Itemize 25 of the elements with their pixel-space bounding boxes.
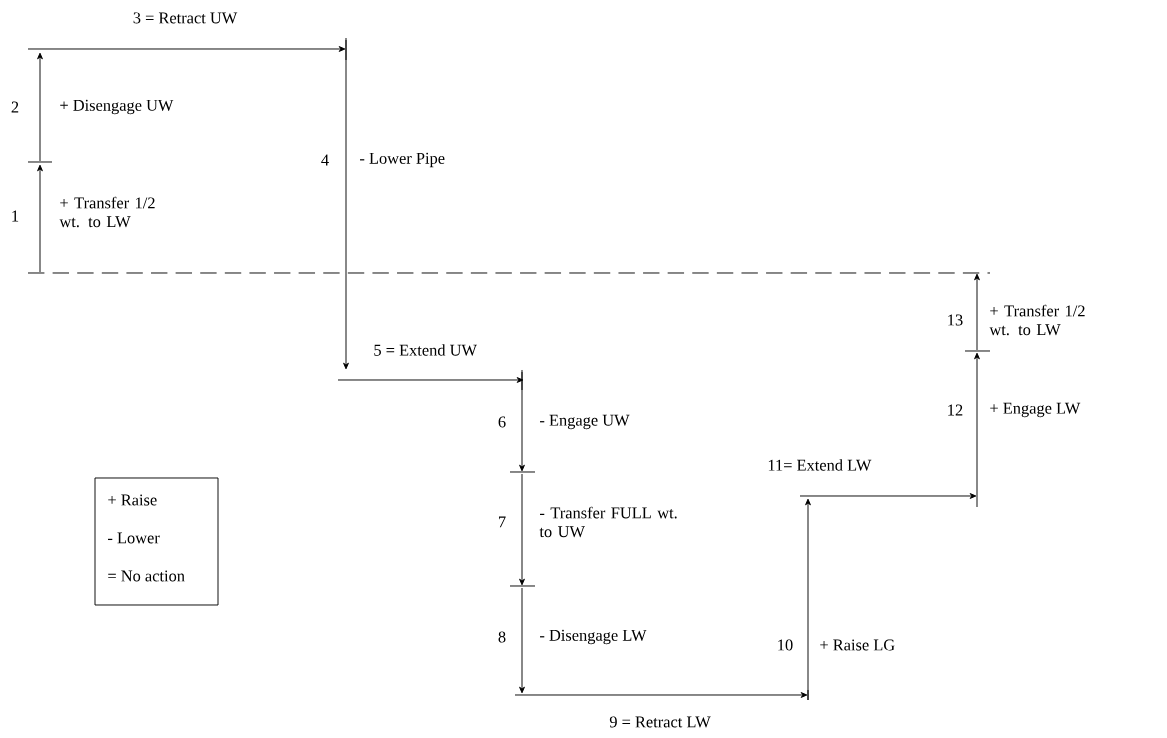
step-label: - Lower Pipe bbox=[360, 152, 445, 168]
step-label: - Disengage LW bbox=[540, 629, 647, 645]
step-label: 10 bbox=[778, 639, 793, 651]
step-label: + Transfer 1/2 wt. to LW bbox=[59, 196, 155, 228]
step-label: - Transfer FULL wt. to UW bbox=[539, 506, 677, 538]
step-label: + Disengage UW bbox=[60, 99, 174, 115]
step-label: 1 bbox=[12, 210, 19, 222]
step-label: 2 bbox=[11, 101, 19, 113]
step-label: 13 bbox=[948, 314, 963, 326]
step-label: 8 bbox=[498, 631, 506, 643]
step-label: 4 bbox=[321, 154, 329, 166]
step-label: - Engage UW bbox=[540, 414, 630, 430]
step-label: + Engage LW bbox=[990, 402, 1081, 418]
step-label: 6 bbox=[498, 416, 506, 428]
step-label: 12 bbox=[948, 404, 963, 416]
step-label: 3 = Retract UW bbox=[133, 12, 238, 24]
legend-entry: - Lower bbox=[108, 532, 160, 544]
step-label: 7 bbox=[499, 516, 506, 528]
legend-entry: + Raise bbox=[108, 494, 157, 506]
step-label: 9 = Retract LW bbox=[609, 716, 711, 728]
legend-entry: = No action bbox=[108, 570, 185, 582]
step-label: + Raise LG bbox=[820, 639, 895, 651]
step-label: 5 = Extend UW bbox=[374, 344, 477, 356]
step-label: 11= Extend LW bbox=[768, 459, 872, 471]
step-label: + Transfer 1/2 wt. to LW bbox=[989, 304, 1085, 336]
